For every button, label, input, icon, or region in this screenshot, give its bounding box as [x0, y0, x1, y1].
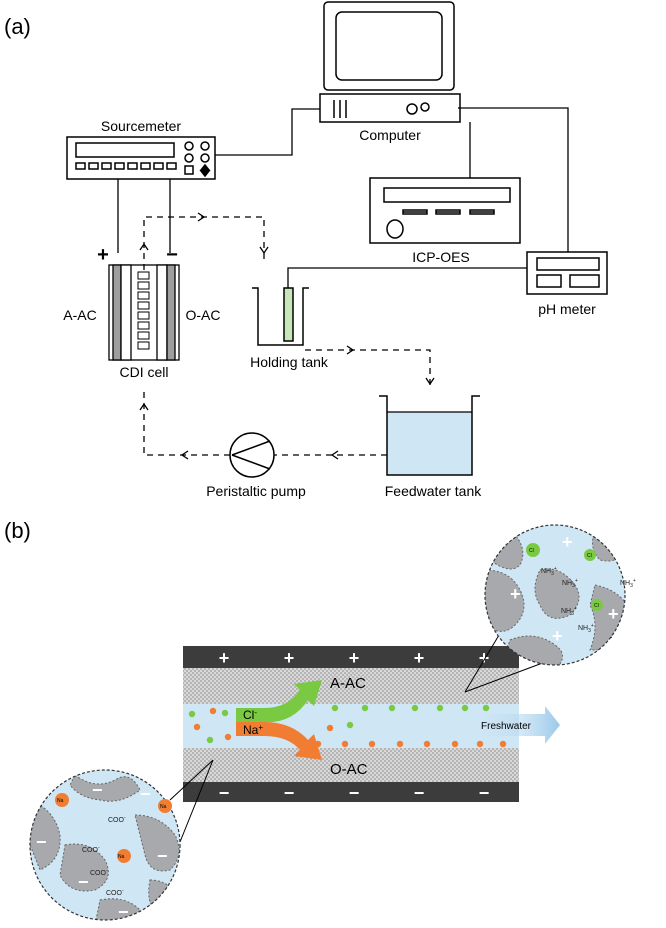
- holding-tank-icon: [252, 287, 309, 346]
- positive-collector-signs: + + + + +: [219, 648, 490, 668]
- ph-meter-icon: [526, 251, 608, 295]
- svg-text:+: +: [349, 648, 360, 668]
- sourcemeter-label: Sourcemeter: [101, 118, 181, 134]
- svg-text:Na: Na: [118, 854, 125, 860]
- svg-text:−: −: [118, 902, 129, 922]
- b-o-ac-label: O-AC: [330, 761, 368, 778]
- computer-icon: [319, 1, 461, 123]
- svg-text:NH3+: NH3+: [620, 578, 636, 589]
- svg-text:−: −: [157, 846, 168, 866]
- svg-text:−: −: [36, 832, 47, 852]
- icp-oes-icon: [369, 177, 521, 244]
- svg-text:COO-: COO-: [90, 868, 108, 877]
- b-a-ac-label: A-AC: [330, 675, 366, 692]
- cdi-plus-terminal: +: [97, 244, 109, 266]
- svg-text:+: +: [608, 604, 619, 624]
- svg-text:Na: Na: [160, 804, 167, 810]
- flow-arrows: [139, 212, 435, 460]
- peristaltic-pump-icon: [229, 432, 275, 478]
- panel-label-a: (a): [4, 14, 31, 39]
- svg-text:−: −: [140, 784, 151, 804]
- svg-text:NH3+: NH3+: [561, 606, 577, 617]
- cdi-cell-icon: [108, 264, 180, 361]
- feedwater-tank-icon: [379, 395, 480, 476]
- cdi-channel: [183, 646, 519, 802]
- svg-text:−: −: [78, 872, 89, 892]
- o-ac-label: O-AC: [186, 307, 221, 323]
- ph-meter-label: pH meter: [538, 301, 596, 317]
- peristaltic-pump-label: Peristaltic pump: [206, 483, 306, 499]
- svg-text:Cl: Cl: [529, 548, 534, 554]
- negative-collector-signs: − − − − −: [219, 783, 490, 803]
- freshwater-label: Freshwater: [481, 721, 532, 732]
- chloride-flux-arrow: [236, 680, 322, 723]
- computer-label: Computer: [359, 127, 421, 143]
- sodium-label: Na+: [243, 723, 263, 737]
- svg-text:+: +: [562, 532, 573, 552]
- freshwater-arrow: [470, 706, 560, 744]
- holding-tank-label: Holding tank: [250, 354, 329, 370]
- svg-text:Na: Na: [57, 798, 64, 804]
- svg-text:+: +: [219, 648, 230, 668]
- icp-oes-label: ICP-OES: [412, 249, 470, 265]
- ions-in-channel: [188, 704, 507, 748]
- panel-label-b: (b): [4, 518, 31, 543]
- cdi-cell-label: CDI cell: [119, 364, 168, 380]
- svg-text:−: −: [349, 783, 360, 803]
- svg-text:COO-: COO-: [82, 845, 100, 854]
- chloride-label: Cl-: [243, 708, 257, 722]
- sodium-flux-arrow: [236, 722, 322, 760]
- svg-text:+: +: [510, 584, 521, 604]
- svg-text:−: −: [219, 783, 230, 803]
- a-ac-label: A-AC: [63, 307, 96, 323]
- signal-wires: [117, 107, 569, 290]
- svg-text:Cl: Cl: [594, 603, 599, 609]
- svg-text:+: +: [552, 626, 563, 646]
- o-ac-zoom-circle: − − − − − − Na Na Na COO- COO- COO- COO-: [29, 769, 181, 922]
- svg-text:−: −: [284, 783, 295, 803]
- svg-text:+: +: [414, 648, 425, 668]
- svg-text:Cl: Cl: [587, 553, 592, 559]
- svg-text:+: +: [479, 648, 490, 668]
- cdi-minus-terminal: −: [166, 244, 178, 266]
- sourcemeter-icon: [66, 136, 216, 180]
- svg-text:+: +: [284, 648, 295, 668]
- svg-text:−: −: [414, 783, 425, 803]
- svg-text:NH3+: NH3+: [541, 566, 557, 577]
- svg-text:NH3+: NH3+: [578, 623, 594, 634]
- svg-text:COO-: COO-: [108, 815, 126, 824]
- svg-text:−: −: [479, 783, 490, 803]
- feedwater-tank-label: Feedwater tank: [385, 483, 482, 499]
- svg-text:+: +: [612, 532, 623, 552]
- svg-text:NH3+: NH3+: [562, 578, 578, 589]
- svg-text:COO-: COO-: [106, 888, 124, 897]
- svg-text:−: −: [92, 780, 103, 800]
